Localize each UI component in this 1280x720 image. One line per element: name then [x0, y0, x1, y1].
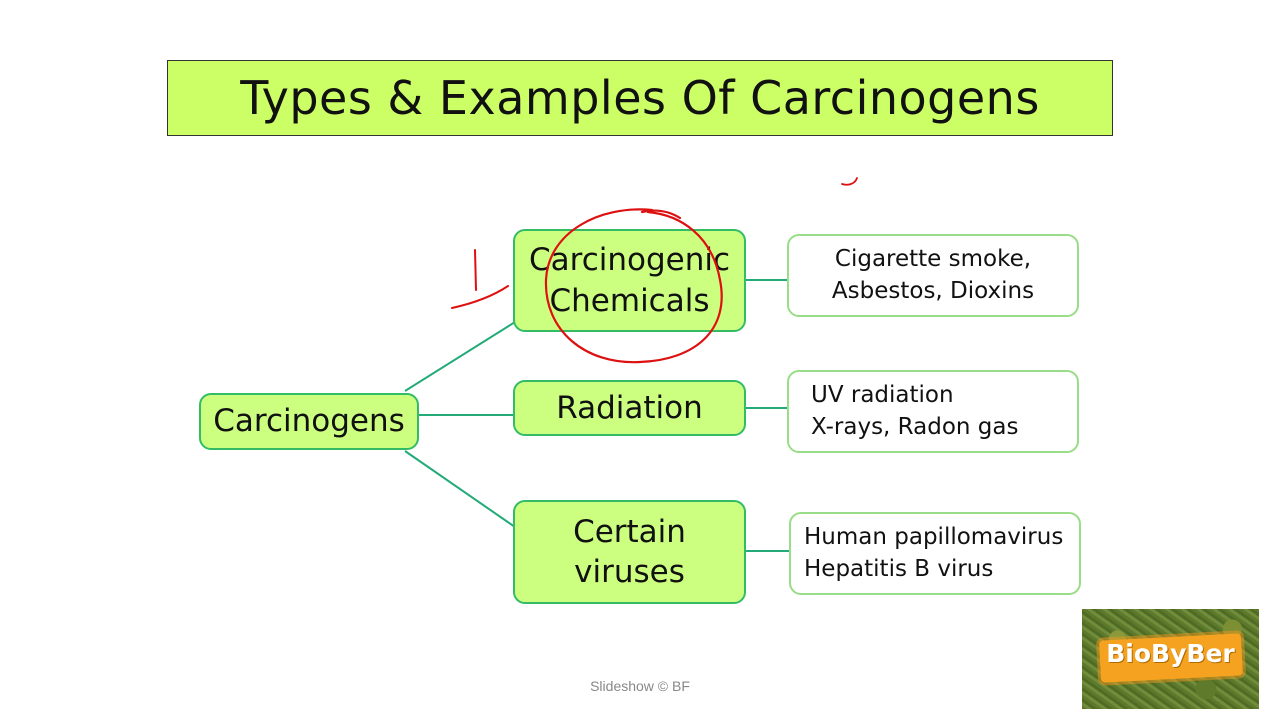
- category-label-line: Certain: [573, 513, 686, 550]
- example-line: Human papillomavirus: [804, 523, 1064, 550]
- examples-box-viruses: Human papillomavirus Hepatitis B virus: [789, 512, 1081, 595]
- category-label-line: Carcinogenic: [528, 242, 731, 279]
- biobyber-logo: BioByBer: [1082, 609, 1259, 709]
- example-line: Cigarette smoke,: [834, 245, 1032, 272]
- example-line: UV radiation: [811, 381, 954, 408]
- category-label-line: Chemicals: [549, 282, 710, 319]
- slide-title: Types & Examples Of Carcinogens: [167, 60, 1113, 136]
- example-line: Hepatitis B virus: [804, 555, 994, 582]
- category-node-radiation: Radiation: [513, 380, 746, 436]
- category-node-chemicals: Carcinogenic Chemicals: [513, 229, 746, 332]
- footer-credit: Slideshow © BF: [590, 678, 690, 694]
- example-line: X-rays, Radon gas: [811, 413, 1019, 440]
- category-label-line: viruses: [574, 554, 685, 590]
- examples-box-chemicals: Cigarette smoke, Asbestos, Dioxins: [787, 234, 1079, 317]
- example-line: Asbestos, Dioxins: [831, 277, 1035, 304]
- connector-root-chemicals: [404, 321, 516, 392]
- root-node: Carcinogens: [199, 393, 419, 450]
- root-label: Carcinogens: [213, 403, 405, 440]
- category-label-line: Radiation: [556, 389, 703, 426]
- examples-box-radiation: UV radiation X-rays, Radon gas: [787, 370, 1079, 453]
- category-node-viruses: Certain viruses: [513, 500, 746, 604]
- logo-text: BioByBer: [1106, 639, 1235, 668]
- connector-root-viruses: [404, 450, 516, 528]
